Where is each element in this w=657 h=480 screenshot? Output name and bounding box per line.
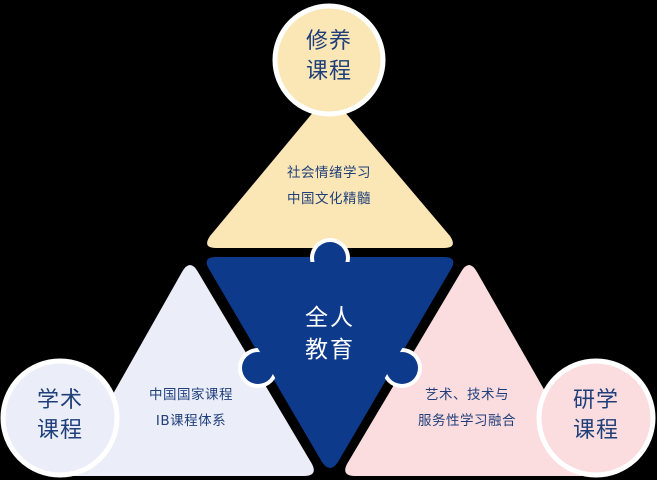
top-triangle bbox=[207, 97, 453, 248]
top-circle bbox=[272, 3, 386, 117]
left-circle-label: 学术 课程 bbox=[15, 386, 105, 445]
top-triangle-label: 社会情绪学习 中国文化精髓 bbox=[259, 160, 399, 213]
center-line-2: 教育 bbox=[305, 337, 355, 364]
right-circle-label: 研学 课程 bbox=[551, 386, 641, 445]
left-triangle-label: 中国国家课程 IB课程体系 bbox=[121, 382, 261, 435]
top-circle-line-2: 课程 bbox=[305, 58, 352, 84]
left-circle bbox=[0, 358, 120, 478]
right-triangle-line-2: 服务性学习融合 bbox=[418, 413, 516, 430]
right-triangle-line-1: 艺术、技术与 bbox=[425, 387, 509, 403]
right-circle-line-1: 研学 bbox=[572, 388, 619, 413]
center-line-1: 全人 bbox=[305, 305, 355, 331]
top-triangle-line-1: 社会情绪学习 bbox=[287, 165, 371, 181]
left-triangle-line-1: 中国国家课程 bbox=[149, 387, 233, 403]
center-label: 全人 教育 bbox=[285, 302, 375, 366]
left-triangle bbox=[70, 265, 314, 476]
center-triangle-overlay bbox=[210, 262, 450, 464]
top-circle-label: 修养 课程 bbox=[284, 27, 374, 86]
top-triangle-line-2: 中国文化精髓 bbox=[287, 191, 371, 208]
left-circle-line-2: 课程 bbox=[36, 417, 83, 443]
right-triangle-label: 艺术、技术与 服务性学习融合 bbox=[397, 382, 537, 435]
left-circle-line-1: 学术 bbox=[36, 388, 83, 413]
left-triangle-line-2: IB课程体系 bbox=[155, 413, 227, 430]
right-triangle bbox=[345, 265, 590, 476]
right-circle-line-2: 课程 bbox=[572, 417, 619, 443]
right-circle bbox=[536, 358, 656, 478]
top-circle-line-1: 修养 bbox=[305, 29, 352, 54]
